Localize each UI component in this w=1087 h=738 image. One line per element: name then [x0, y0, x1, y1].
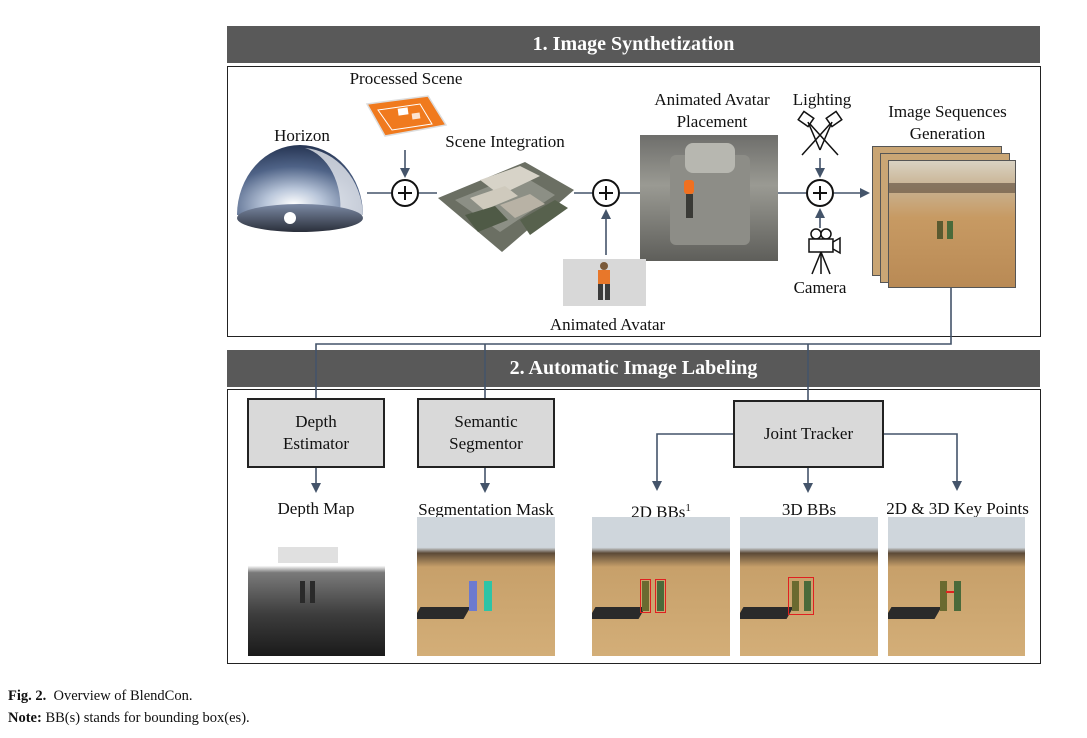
camera-label: Camera — [793, 278, 847, 297]
bbs-2d-image — [592, 517, 730, 656]
section1-title-banner: 1. Image Synthetization — [227, 26, 1040, 63]
avatar-placement-label-2: Placement — [676, 112, 748, 131]
figure-caption: Fig. 2. Overview of BlendCon. — [8, 686, 192, 706]
figure-caption-text: Overview of BlendCon. — [53, 688, 193, 704]
figure-label: Fig. 2. — [8, 688, 47, 704]
animated-avatar-image — [563, 259, 646, 306]
keypoints-image — [888, 517, 1025, 656]
keypoints-label: 2D & 3D Key Points — [886, 499, 1029, 518]
combine-node-1 — [391, 179, 419, 207]
combine-node-2 — [592, 179, 620, 207]
lighting-label: Lighting — [792, 90, 852, 109]
note-label: Note: — [8, 710, 42, 726]
scene-integration-label: Scene Integration — [445, 132, 565, 151]
depth-map-image — [248, 517, 385, 656]
figure-note: Note: BB(s) stands for bounding box(es). — [8, 708, 250, 728]
section1-frame — [227, 66, 1041, 337]
horizon-label: Horizon — [274, 126, 330, 145]
section2-title-banner: 2. Automatic Image Labeling — [227, 350, 1040, 387]
depth-map-label: Depth Map — [277, 499, 355, 518]
semantic-segmentor-line2: Segmentor — [449, 434, 523, 453]
section2-frame — [227, 389, 1041, 664]
image-sequences-label-1: Image Sequences — [888, 102, 1007, 121]
combine-node-3 — [806, 179, 834, 207]
semantic-segmentor-line1: Semantic — [454, 412, 518, 431]
bbox-3d — [788, 577, 814, 615]
bbs-2d-footnote: 1 — [685, 502, 691, 514]
joint-tracker-label: Joint Tracker — [763, 424, 854, 443]
segmentation-mask-image — [417, 517, 555, 656]
image-sequence-frame-front — [888, 160, 1016, 288]
bbox-2d-b — [655, 579, 666, 613]
bbs-3d-image — [740, 517, 878, 656]
bbs-3d-label: 3D BBs — [781, 500, 837, 519]
bbox-2d-a — [640, 579, 651, 613]
processed-scene-label: Processed Scene — [349, 69, 463, 88]
avatar-placement-label-1: Animated Avatar — [654, 90, 770, 109]
depth-estimator-line2: Estimator — [282, 434, 350, 453]
depth-estimator-line1: Depth — [295, 412, 337, 431]
animated-avatar-label: Animated Avatar — [549, 315, 666, 334]
image-sequences-label-2: Generation — [909, 124, 986, 143]
note-text: BB(s) stands for bounding box(es). — [45, 710, 250, 726]
avatar-placement-image — [640, 135, 778, 261]
joint-tracker-box: Joint Tracker — [733, 400, 884, 468]
bbs-2d-label: 2D BBs1 — [631, 502, 691, 522]
segmentation-mask-label: Segmentation Mask — [418, 500, 554, 519]
